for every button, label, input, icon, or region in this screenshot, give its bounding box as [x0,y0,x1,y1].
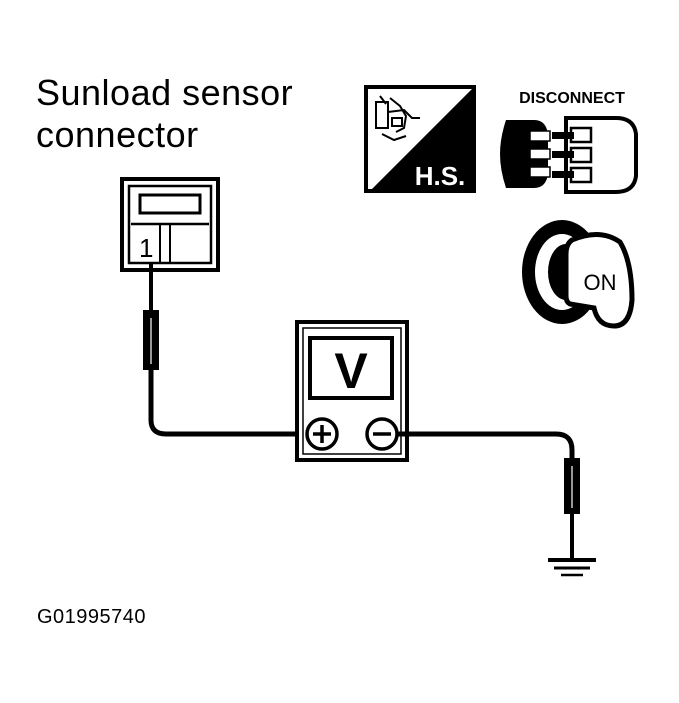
caption-line-1: Sunload sensor [36,72,294,113]
connector-caption: Sunload sensor connector [36,72,293,156]
figure-id: G01995740 [37,606,147,628]
negative-test-lead [397,431,580,560]
harness-label: H.S. [415,161,466,191]
positive-test-lead [143,262,304,437]
ignition-label: ON [584,270,617,295]
sunload-sensor-connector: 1 [120,177,220,272]
negative-terminal-icon [365,417,399,451]
ignition-key-icon: ON [522,220,635,329]
voltmeter: V [295,320,409,462]
disconnect-label: DISCONNECT [519,90,625,107]
disconnect-icon: DISCONNECT [500,90,638,194]
terminal-number: 1 [139,233,153,263]
meter-display: V [334,343,368,399]
ground-icon [548,558,596,577]
harness-icon: H.S. [364,85,476,193]
positive-terminal-icon [305,417,339,451]
caption-line-2: connector [36,114,199,155]
